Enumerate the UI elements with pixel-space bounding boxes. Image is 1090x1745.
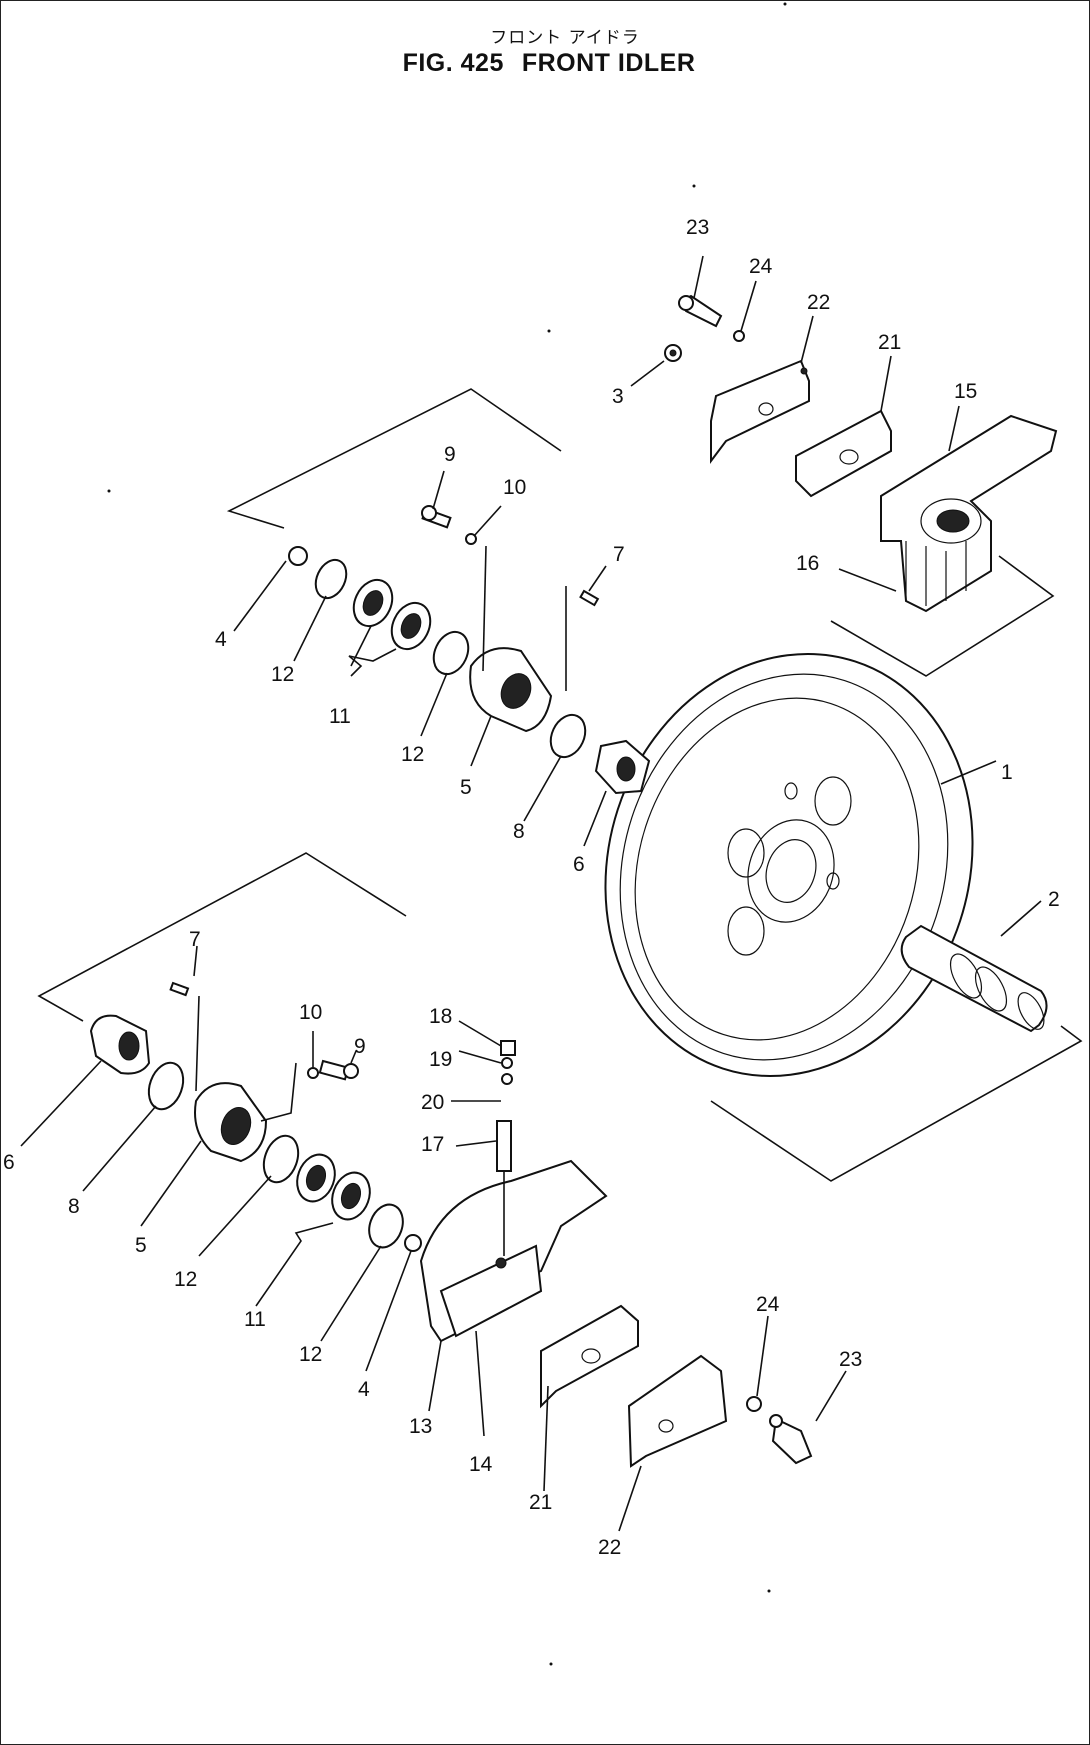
leader-lines <box>20 255 1042 1532</box>
figure-name: FRONT IDLER <box>521 49 696 77</box>
bolt-9-lower <box>318 1059 359 1081</box>
callout-21-lower: 21 <box>529 1491 552 1514</box>
speck <box>107 489 111 493</box>
ring-12-upper-a <box>314 558 348 600</box>
speck <box>767 1589 771 1593</box>
collar-6-upper <box>594 739 651 795</box>
callout-22-lower: 22 <box>598 1536 621 1559</box>
bolt-9-upper <box>421 505 452 529</box>
callout-6-upper: 6 <box>573 853 585 876</box>
bolt-23-upper <box>678 294 723 328</box>
callout-8-lower: 8 <box>68 1195 80 1218</box>
hub-5-lower <box>194 1082 268 1163</box>
callout-9-upper: 9 <box>444 443 456 466</box>
callout-23-lower: 23 <box>839 1348 862 1371</box>
callout-5-lower: 5 <box>135 1234 147 1257</box>
callout-4-lower: 4 <box>358 1378 370 1401</box>
callout-10-upper: 10 <box>503 476 526 499</box>
callout-12-lower-a: 12 <box>174 1268 197 1291</box>
figure-number: FIG. 425 <box>402 49 504 77</box>
hub-5-upper <box>469 647 553 733</box>
callout-9-lower: 9 <box>354 1035 366 1058</box>
callout-14: 14 <box>469 1453 493 1476</box>
speck <box>549 1662 553 1666</box>
figure-title: FIG. 425 FRONT IDLER <box>1 49 1089 78</box>
washer-24-upper <box>733 330 745 342</box>
support-block-lower <box>419 1159 608 1343</box>
support-frame <box>830 555 1055 677</box>
bolt-3 <box>664 344 682 362</box>
pin-leader <box>195 995 200 1092</box>
speck <box>692 184 696 188</box>
frame-line-lower <box>260 1062 297 1122</box>
title-japanese: フロント アイドラ <box>490 28 640 48</box>
ring-4-upper <box>288 546 308 566</box>
callout-10-lower: 10 <box>299 1001 322 1024</box>
ring-8-lower <box>147 1061 185 1111</box>
callout-7-upper: 7 <box>613 543 625 566</box>
cap-18 <box>500 1040 516 1056</box>
washer-10-upper <box>465 533 477 545</box>
support-block-upper <box>880 414 1058 613</box>
washer-24-lower <box>746 1396 762 1412</box>
callout-3: 3 <box>612 385 624 408</box>
callout-1: 1 <box>1001 761 1013 784</box>
speck <box>783 2 787 6</box>
collar-6-lower <box>89 1014 151 1075</box>
callout-11-upper: 11 <box>329 705 351 728</box>
ring-8-upper <box>549 713 587 759</box>
washer-10-lower <box>307 1067 319 1079</box>
callout-12-lower-b: 12 <box>299 1343 322 1366</box>
callout-5-upper: 5 <box>460 776 472 799</box>
speck <box>547 329 551 333</box>
pin-7-lower <box>169 981 190 997</box>
ring-4-lower <box>404 1234 422 1252</box>
ring-20 <box>501 1073 513 1085</box>
callout-18: 18 <box>429 1005 452 1028</box>
bracket-plate-lower <box>627 1354 728 1468</box>
callout-21-upper: 21 <box>878 331 901 354</box>
guard-plate-upper <box>795 409 892 498</box>
lower-assembly-frame <box>37 852 407 1022</box>
grease-fitting-17 <box>496 1120 512 1256</box>
idler-wheel <box>604 653 974 1077</box>
callout-20: 20 <box>421 1091 444 1114</box>
callout-15: 15 <box>954 380 977 403</box>
callout-22-upper: 22 <box>807 291 830 314</box>
ring-12-lower-a <box>262 1134 300 1184</box>
callout-6-lower: 6 <box>3 1151 15 1174</box>
callout-2: 2 <box>1048 888 1060 911</box>
guard-plate-lower <box>540 1304 639 1409</box>
callout-17: 17 <box>421 1133 444 1156</box>
callout-11-lower: 11 <box>244 1308 266 1331</box>
bearing-11-lower <box>296 1153 371 1221</box>
callout-numbers: 1 2 3 4 5 6 7 8 9 10 11 12 12 23 24 22 2… <box>3 216 1060 1559</box>
upper-assembly-frame <box>226 388 562 529</box>
idler-shaft <box>900 924 1048 1033</box>
ring-19 <box>501 1057 513 1069</box>
callout-23-upper: 23 <box>686 216 709 239</box>
pin-7-upper <box>579 589 600 607</box>
callout-24-lower: 24 <box>756 1293 780 1316</box>
bolt-23-lower <box>769 1414 813 1465</box>
ring-12-upper-b <box>432 630 470 676</box>
bracket-plate-upper <box>710 359 810 464</box>
bearing-11-upper <box>352 578 432 651</box>
callout-24-upper: 24 <box>749 255 773 278</box>
callout-8-upper: 8 <box>513 820 525 843</box>
callout-19: 19 <box>429 1048 452 1071</box>
callout-12-upper-b: 12 <box>401 743 424 766</box>
callout-16: 16 <box>796 552 819 575</box>
wheel-frame <box>710 1025 1083 1182</box>
callout-13: 13 <box>409 1415 432 1438</box>
callout-4-upper: 4 <box>215 628 227 651</box>
callout-12-upper-a: 12 <box>271 663 294 686</box>
ring-12-lower-b <box>368 1203 404 1249</box>
callout-7-lower: 7 <box>189 928 201 951</box>
